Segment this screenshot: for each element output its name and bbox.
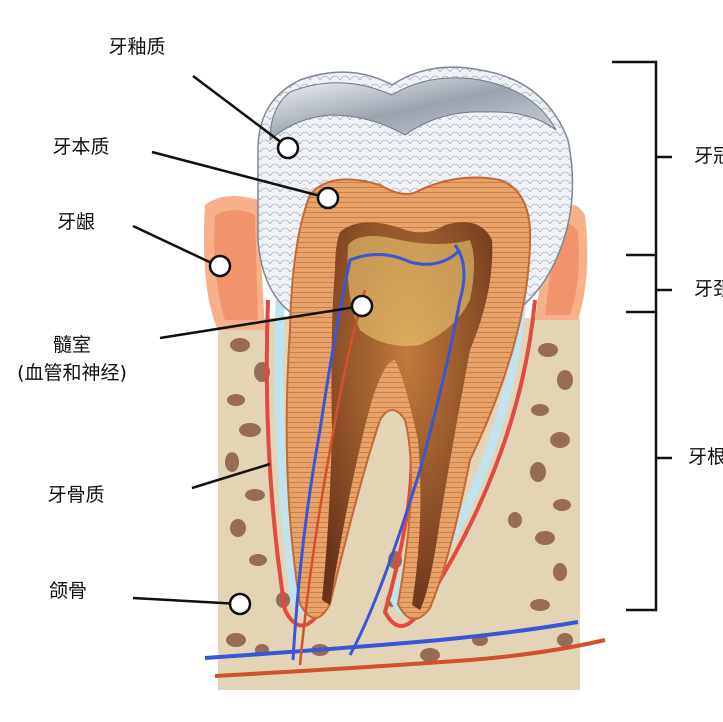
label-enamel: 牙釉质 xyxy=(108,36,166,58)
gum-marker xyxy=(208,254,232,278)
label-dentin: 牙本质 xyxy=(52,136,110,158)
section-neck: 牙颈 xyxy=(694,278,723,300)
label-cementum: 牙骨质 xyxy=(47,484,105,506)
section-brackets xyxy=(612,60,672,612)
pulp-chamber xyxy=(322,222,493,610)
label-pulp-detail: (血管和神经) xyxy=(17,362,127,384)
jawbone-marker xyxy=(228,592,252,616)
enamel-marker xyxy=(276,136,300,160)
section-crown: 牙冠 xyxy=(694,145,723,167)
label-jawbone: 颌骨 xyxy=(48,580,88,602)
dentin-marker xyxy=(316,186,340,210)
section-root: 牙根 xyxy=(688,446,723,468)
leader-lines xyxy=(132,75,363,606)
label-pulp: 髓室 xyxy=(52,334,92,356)
blood-vessels xyxy=(204,244,606,678)
label-gum: 牙龈 xyxy=(56,211,96,233)
pulp-marker xyxy=(350,294,374,318)
